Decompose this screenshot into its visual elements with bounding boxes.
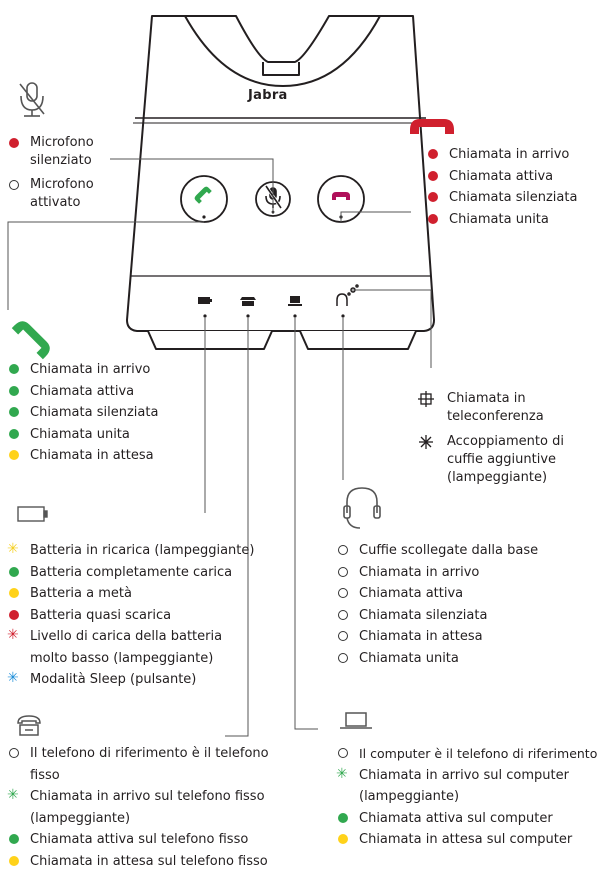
list-item: Chiamata in attesa sul computer — [337, 829, 605, 851]
list-item: ✳Batteria in ricarica (lampeggiante) — [8, 540, 273, 562]
list-item: Chiamata in arrivo — [337, 562, 538, 584]
list-item: Cuffie scollegate dalla base — [337, 540, 538, 562]
status-led-off — [338, 588, 348, 598]
list-item: Chiamata unita — [337, 648, 538, 670]
list-item: Chiamata in attesa — [8, 445, 158, 467]
pairing-starburst-icon — [419, 435, 433, 449]
list-item: Batteria quasi scarica — [8, 605, 273, 627]
conference-plus-icon — [418, 391, 434, 407]
status-led-blinking-green: ✳ — [7, 786, 19, 804]
headset-section-icon — [344, 488, 380, 528]
status-led-off — [9, 748, 19, 758]
brand-logo: Jabra — [248, 88, 288, 103]
status-led-red — [428, 214, 438, 224]
status-led-blinking-green: ✳ — [336, 765, 348, 783]
list-item: Chiamata attiva sul computer — [337, 808, 605, 830]
list-item: Chiamata in attesa — [337, 626, 538, 648]
status-led-blinking-red: ✳ — [7, 626, 19, 644]
list-item: Chiamata unita — [427, 209, 577, 231]
list-item: Il computer è il telefono di riferimento — [337, 743, 605, 765]
status-led-green — [9, 567, 19, 577]
status-led-green — [9, 364, 19, 374]
list-item: ✳Modalità Sleep (pulsante) — [8, 669, 273, 691]
headset-section-list: Cuffie scollegate dalla base Chiamata in… — [337, 540, 538, 669]
battery-section-icon — [18, 507, 47, 521]
pairing-label: Accoppiamento di cuffie aggiuntive (lamp… — [447, 433, 577, 487]
status-led-pulsing-blue: ✳ — [7, 669, 19, 687]
list-item: Chiamata silenziata — [337, 605, 538, 627]
battery-section-list: ✳Batteria in ricarica (lampeggiante) Bat… — [8, 540, 273, 691]
list-item: Chiamata attiva sul telefono fisso — [8, 829, 286, 851]
list-item: ✳Chiamata in arrivo sul computer (lampeg… — [337, 765, 589, 808]
status-led-green — [9, 407, 19, 417]
list-item: Chiamata in arrivo — [8, 359, 158, 381]
list-item: Il telefono di riferimento è il telefono… — [8, 743, 286, 786]
status-led-red — [428, 149, 438, 159]
status-led-off — [338, 748, 348, 758]
mute-section-mic-icon — [20, 83, 44, 116]
status-led-blinking-yellow: ✳ — [7, 540, 19, 558]
desk-phone-section-list: Il telefono di riferimento è il telefono… — [8, 743, 286, 872]
status-led-green — [9, 834, 19, 844]
answer-call-section-list: Chiamata in arrivo Chiamata attiva Chiam… — [8, 359, 158, 467]
status-led-green — [9, 386, 19, 396]
list-item: Chiamata attiva — [427, 166, 577, 188]
desk-phone-section-icon — [18, 716, 40, 735]
list-item: Chiamata in arrivo — [427, 144, 577, 166]
mute-section-list: Microfono silenziato Microfono attivato — [8, 134, 128, 212]
answer-section-phone-icon — [12, 317, 54, 359]
list-item: Microfono attivato — [8, 176, 128, 212]
list-item: ✳Livello di carica della batteria molto … — [8, 626, 250, 669]
end-call-section-hangup-icon — [410, 119, 454, 134]
list-item: Chiamata attiva — [8, 381, 158, 403]
list-item: Microfono silenziato — [8, 134, 128, 170]
status-led-green — [9, 429, 19, 439]
status-led-yellow — [338, 834, 348, 844]
list-item: Chiamata silenziata — [427, 187, 577, 209]
list-item: Chiamata unita — [8, 424, 158, 446]
status-led-off — [338, 567, 348, 577]
status-led-off — [338, 631, 348, 641]
status-led-yellow — [9, 856, 19, 866]
status-led-off — [338, 545, 348, 555]
status-led-yellow — [9, 588, 19, 598]
status-led-red — [428, 192, 438, 202]
computer-section-icon — [340, 713, 372, 728]
list-item: Batteria a metà — [8, 583, 273, 605]
list-item: ✳Chiamata in arrivo sul telefono fisso (… — [8, 786, 286, 829]
status-led-green — [338, 813, 348, 823]
list-item: Batteria completamente carica — [8, 562, 273, 584]
base-station — [127, 16, 434, 349]
list-item: Chiamata attiva — [337, 583, 538, 605]
status-led-red — [9, 138, 19, 148]
answer-button[interactable] — [181, 176, 227, 222]
list-item: Chiamata silenziata — [8, 402, 158, 424]
status-led-off — [338, 653, 348, 663]
answer-led — [202, 215, 205, 218]
status-led-yellow — [9, 450, 19, 460]
conference-label: Chiamata in teleconferenza — [447, 390, 557, 426]
status-led-off — [338, 610, 348, 620]
end-call-section-list: Chiamata in arrivo Chiamata attiva Chiam… — [427, 144, 577, 230]
computer-section-list: Il computer è il telefono di riferimento… — [337, 743, 605, 851]
status-led-red — [9, 610, 19, 620]
status-led-off — [9, 180, 19, 190]
status-led-red — [428, 171, 438, 181]
